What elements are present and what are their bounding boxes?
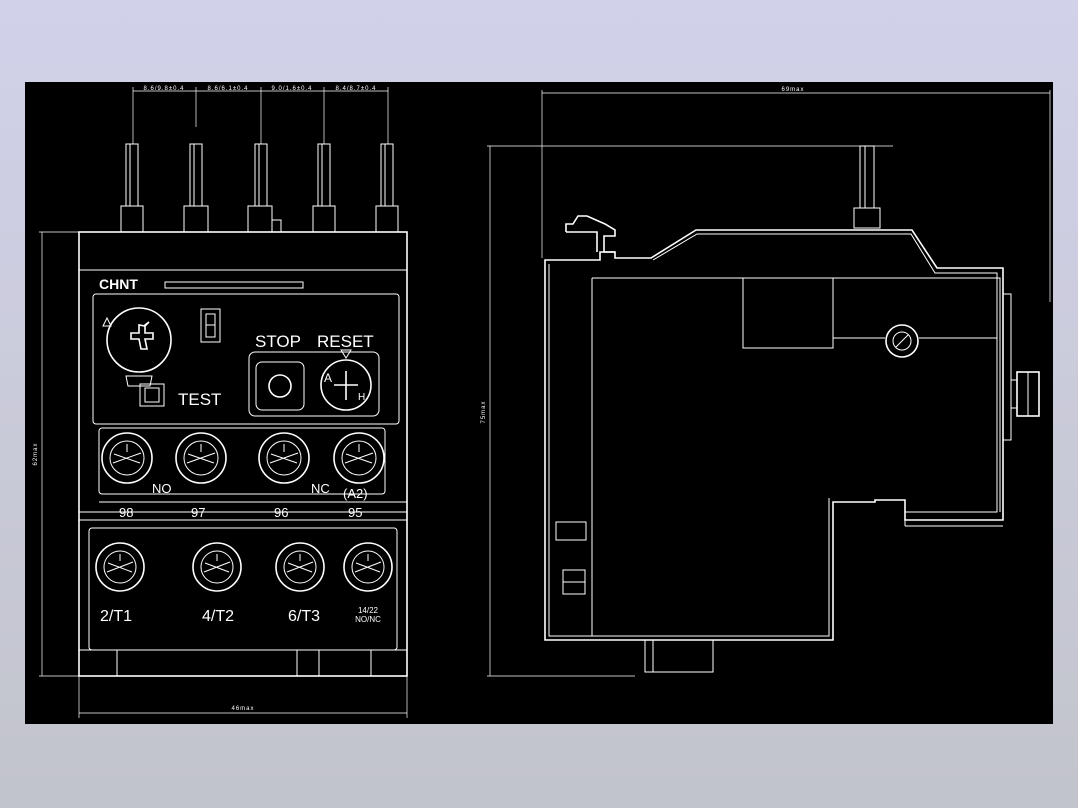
- test-button[interactable]: [139, 383, 165, 407]
- adjustment-dial[interactable]: [106, 307, 172, 373]
- aux-terminal-label: 95: [348, 505, 362, 520]
- stop-button-circle-icon: [268, 374, 292, 398]
- dimension-pitch-3: 9.0/1.6±0.4: [272, 86, 313, 92]
- dimension-depth-side: 69max: [781, 87, 804, 93]
- side-window: [742, 277, 834, 349]
- connection-pins: [120, 143, 399, 233]
- reset-cross-icon: [334, 371, 358, 400]
- main-terminal-label: 6/T3: [288, 608, 320, 625]
- aux-screw-4[interactable]: [333, 432, 385, 484]
- stop-button[interactable]: [255, 361, 305, 411]
- aux-screw-3[interactable]: [258, 432, 310, 484]
- cad-viewport[interactable]: 8.6/9.8±0.4 8.6/6.1±0.4 9.0/1.6±0.4 8.4/…: [25, 82, 1053, 724]
- dimension-pitch-4: 8.4/8.7±0.4: [336, 86, 377, 92]
- dimension-width-front: 46max: [231, 706, 254, 712]
- dimension-pitch-2: 8.6/6.1±0.4: [208, 86, 249, 92]
- trip-indicator-window: [200, 308, 221, 343]
- aux-terminal-label: 97: [191, 505, 205, 520]
- relay-drawing: 8.6/9.8±0.4 8.6/6.1±0.4 9.0/1.6±0.4 8.4/…: [33, 86, 1051, 718]
- aux-terminal-label: 98: [119, 505, 133, 520]
- dimension-height-side: 75max: [481, 400, 487, 423]
- main-screw-4[interactable]: [343, 542, 393, 592]
- dimension-pitch-1: 8.6/9.8±0.4: [144, 86, 185, 92]
- dimension-height-front: 62max: [33, 442, 39, 465]
- top-latch: [565, 215, 616, 253]
- front-view: 8.6/9.8±0.4 8.6/6.1±0.4 9.0/1.6±0.4 8.4/…: [33, 86, 408, 718]
- side-adjust-screw[interactable]: [885, 324, 919, 358]
- aux-screw-1[interactable]: [101, 432, 153, 484]
- brand-logo-text: CHNT: [99, 276, 138, 292]
- dial-cross-icon: [130, 321, 154, 350]
- extra-terminal-sublabel: NO/NC: [355, 615, 381, 624]
- aux-terminal-block: [98, 427, 386, 495]
- main-screw-3[interactable]: [275, 542, 325, 592]
- main-screw-1[interactable]: [95, 542, 145, 592]
- reset-label: RESET: [317, 332, 374, 351]
- aux-screw-2[interactable]: [175, 432, 227, 484]
- front-body-outline: [78, 231, 408, 677]
- stop-reset-frame: [248, 351, 380, 417]
- side-depth-dimension: 69max: [541, 87, 1051, 302]
- extra-terminal-label: 14/22: [358, 606, 379, 615]
- side-height-dimension: 75max: [481, 145, 893, 677]
- a2-label: (A2): [343, 486, 368, 501]
- main-terminal-block: [88, 527, 398, 651]
- aux-terminal-label: 96: [274, 505, 288, 520]
- main-terminal-label: 2/T1: [100, 608, 132, 625]
- h-mark: H: [358, 392, 365, 403]
- main-terminal-label: 4/T2: [202, 608, 234, 625]
- triangle-marker-icon: [102, 316, 112, 327]
- side-body-outline: [544, 229, 1004, 641]
- control-panel: [92, 293, 400, 425]
- front-height-dimension: 62max: [33, 231, 79, 677]
- nc-label: NC: [311, 481, 330, 496]
- stop-label: STOP: [255, 332, 301, 351]
- reset-dial[interactable]: [320, 359, 372, 411]
- side-view: 69max 75max: [481, 87, 1051, 677]
- front-width-dimension: 46max: [78, 676, 408, 718]
- test-label: TEST: [178, 390, 221, 409]
- no-label: NO: [152, 481, 172, 496]
- top-dimension-chain: 8.6/9.8±0.4 8.6/6.1±0.4 9.0/1.6±0.4 8.4/…: [132, 86, 389, 144]
- a-mark: A: [324, 371, 332, 385]
- main-screw-2[interactable]: [192, 542, 242, 592]
